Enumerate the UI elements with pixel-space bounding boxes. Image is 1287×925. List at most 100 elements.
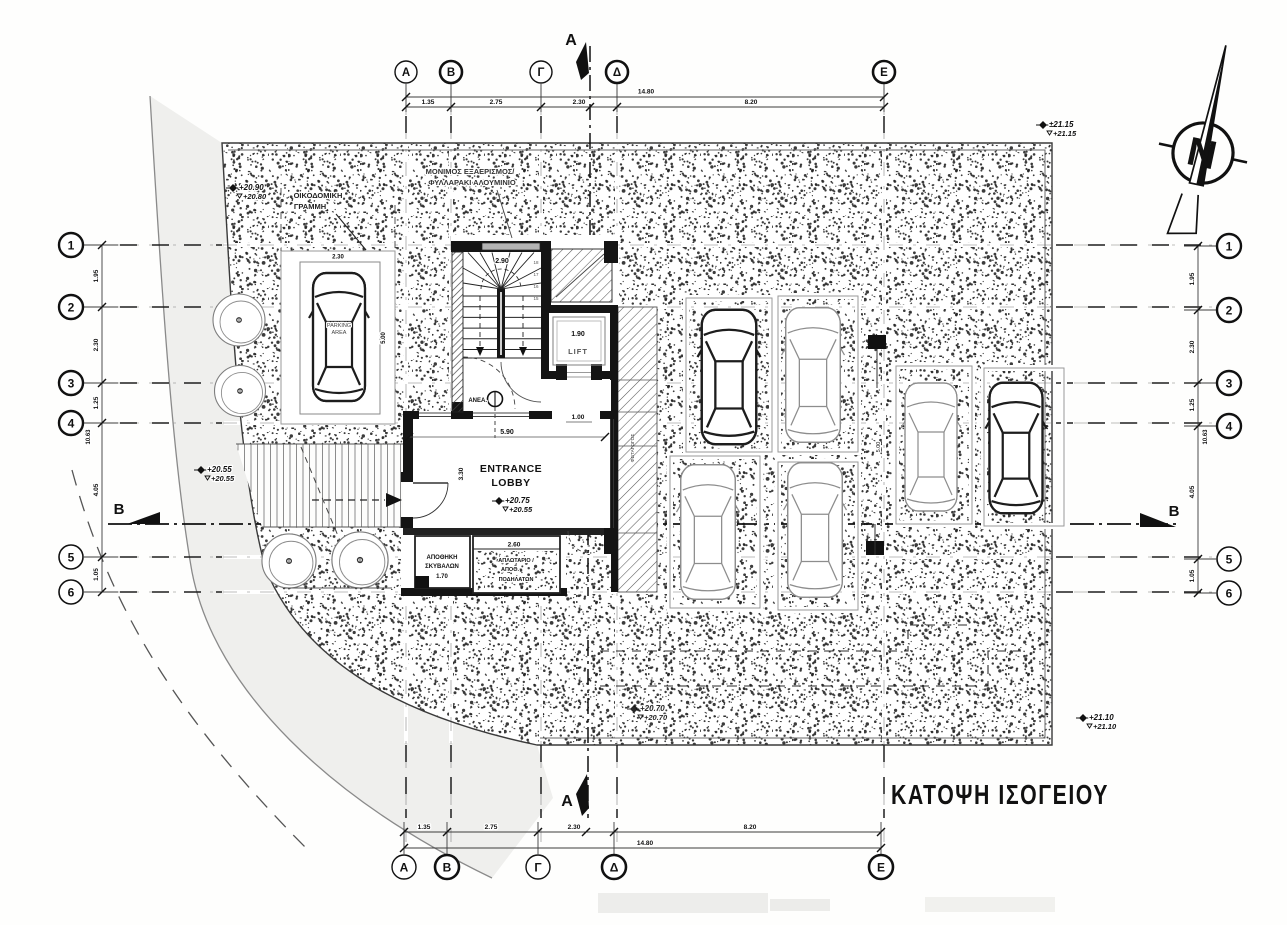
building-line-note: ΓΡΑΜΜΗ [294, 202, 326, 211]
lift-cab [552, 316, 606, 378]
building-texts: 2.901.90LIFTENTRANCELOBBY+20.75+20.555.9… [326, 253, 884, 584]
trees [212, 293, 392, 589]
level-marker-topleft: +20.90+20.80 [226, 182, 268, 202]
grid-bubble-right [1216, 580, 1242, 606]
car-icon [984, 381, 1048, 515]
section-arrow-icon [127, 512, 160, 524]
section-markers: A A B B [114, 32, 1180, 816]
stair-width-dim: 2.90 [495, 258, 509, 265]
lobby-east-wall [610, 419, 614, 528]
section-label-b-left: B [114, 501, 125, 518]
bike-room-open-air [476, 551, 557, 590]
stair-west-wall [451, 251, 464, 413]
lobby-depth-dim: 3.30 [458, 467, 465, 480]
east-wall [611, 380, 618, 592]
grid-bubble-label: B [447, 67, 455, 79]
shaft-label: ΦΩΤΑΓΩΓΟΣ [630, 434, 636, 463]
car-icon [307, 271, 371, 403]
grid-bubble-right [1215, 412, 1243, 440]
level-marker-bottomright: +21.10+21.10 [1076, 712, 1118, 732]
level-value: +20.80 [243, 192, 267, 201]
grid-bubble-label: Γ [534, 861, 542, 875]
dim-label: 8.20 [745, 99, 758, 106]
lobby-width-dim: 5.90 [500, 429, 514, 436]
vent-note: ΜΟΝΙΜΟΣ ΕΞΑΕΡΙΣΜΟΣ/ [426, 167, 516, 176]
columns [866, 335, 886, 555]
car-icon [780, 307, 846, 443]
grid-bubble-label: 1 [68, 238, 75, 252]
dim-label-row-total: 10.63 [86, 429, 92, 445]
level-value: +20.90 [239, 183, 264, 192]
grid-bubble-label: A [402, 67, 410, 79]
dim-label: 1.05 [93, 568, 100, 581]
dim-label: 1.35 [418, 824, 431, 831]
dim-label: 2.30 [1189, 340, 1196, 353]
bike-room-label: ΠΟΔΗΛΑΤΩΝ [499, 577, 534, 583]
grid-bubble-left [57, 369, 85, 397]
entrance-lobby-label: LOBBY [491, 477, 530, 489]
grid-bubble-label: 4 [1226, 419, 1233, 433]
grid-bubble-left [57, 409, 85, 437]
tree-icon [331, 531, 389, 589]
grid-bubble-label: Δ [613, 67, 621, 79]
grid-bubble-top [871, 59, 897, 85]
section-label-a-top: A [565, 32, 577, 49]
grid-bubble-right [1215, 232, 1243, 260]
lobby-level: +20.55 [509, 505, 533, 514]
step-number: 18 [533, 260, 539, 265]
dim-label: 4.05 [93, 483, 100, 496]
grid-bubble-bottom [867, 853, 895, 881]
step-number: 15 [533, 296, 539, 301]
parking-stalls-right [667, 293, 1067, 613]
grid-bubble-left [58, 544, 84, 570]
annotations: ΜΟΝΙΜΟΣ ΕΞΑΕΡΙΣΜΟΣ/ΦΥΛΛΑΡΑΚΙ ΑΛΟΥΜΙΝΙΟ ΟΙ… [292, 166, 517, 251]
dim-label-col-total: 14.80 [637, 840, 654, 847]
entry-arrow-icon [386, 493, 402, 507]
section-arrow-icon [576, 42, 589, 80]
grid-bubble-label: Γ [538, 67, 545, 79]
dim-label-row-total: 10.63 [1203, 429, 1209, 445]
shaft-hatched [550, 248, 613, 303]
car-icon [696, 308, 762, 446]
grid-bubble-top [604, 59, 630, 85]
vent-note: ΦΥΛΛΑΡΑΚΙ ΑΛΟΥΜΙΝΙΟ [428, 178, 516, 187]
grid-bubble-label: 3 [1226, 376, 1233, 390]
grid-bubble-right [1215, 369, 1243, 397]
dim-label: 1.95 [1189, 272, 1196, 285]
garbage-room-label: ΑΠΟΘΗΚΗ [427, 555, 458, 561]
section-arrow-icon [576, 774, 589, 816]
step-number: 17 [533, 272, 539, 277]
lift-label: LIFT [568, 347, 588, 356]
grid-bubble-label: 5 [1226, 552, 1233, 566]
level-value: +20.55 [211, 474, 235, 483]
lift-width-dim: 1.90 [571, 331, 585, 338]
dim-label: 1.25 [93, 396, 100, 409]
road-sidewalk [71, 95, 553, 879]
level-marker-mid: +20.70+20.70 [627, 703, 669, 723]
level-value: +21.10 [1089, 713, 1114, 722]
anea-label: ΑΝΕΑ. [468, 398, 487, 404]
grid-bubble-top [529, 60, 553, 84]
dim-label: 2.30 [568, 824, 581, 831]
building-line-note: ΟΙΚΟΔΟΜΙΚΗ [294, 191, 343, 200]
grid-bubble-label: 3 [68, 376, 75, 390]
grid-bubble-left [57, 231, 85, 259]
dim-label: 1.25 [1189, 398, 1196, 411]
level-value: +20.55 [207, 465, 232, 474]
dim-label: 2.30 [573, 99, 586, 106]
garbage-room-dim: 1.70 [436, 574, 448, 580]
vestibule-dim: 1.00 [572, 414, 585, 421]
louver [481, 242, 541, 251]
grid-bubble-left [57, 293, 85, 321]
dim-label: 2.75 [485, 824, 498, 831]
dim-label: 1.05 [1189, 569, 1196, 582]
grid-bubble-label: 4 [68, 416, 75, 430]
level-value: +21.15 [1053, 129, 1077, 138]
step-number: 16 [533, 284, 539, 289]
dim-label: 1.35 [422, 99, 435, 106]
